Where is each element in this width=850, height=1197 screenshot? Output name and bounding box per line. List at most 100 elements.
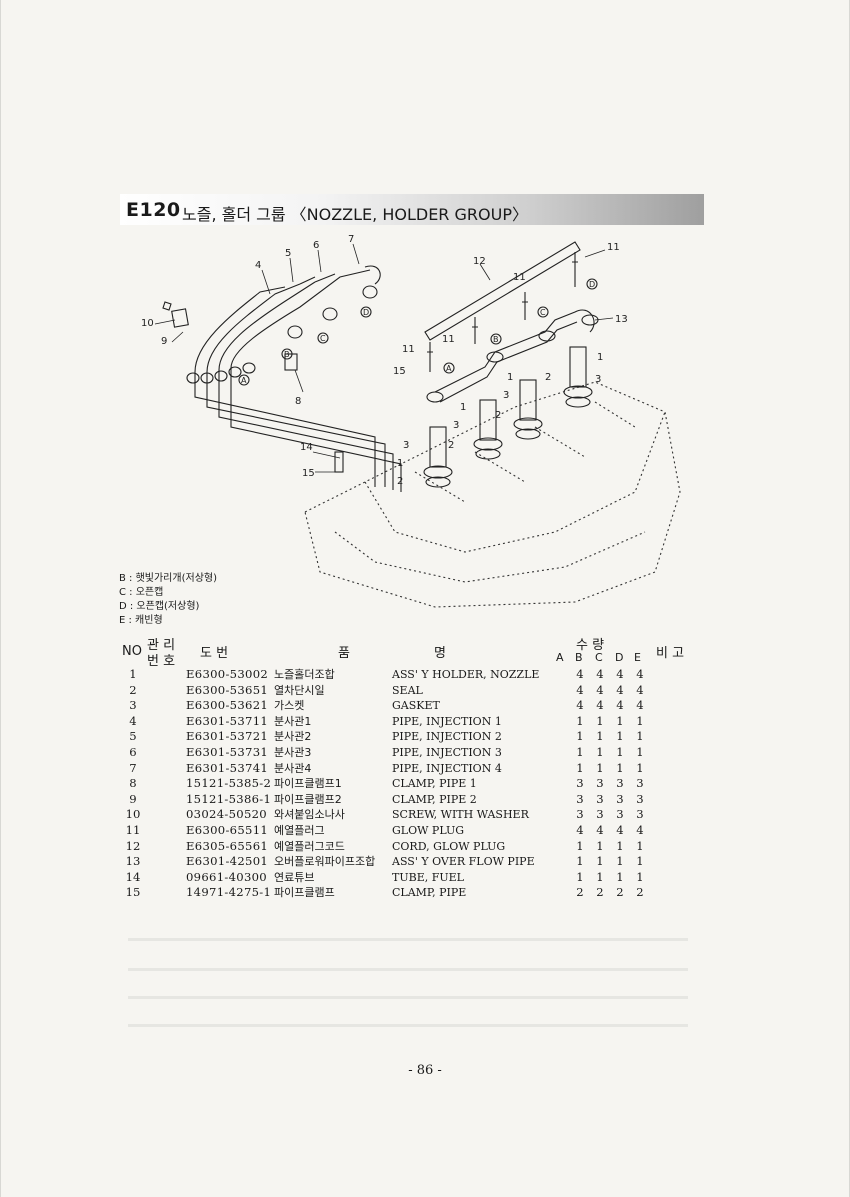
svg-text:3: 3: [503, 390, 509, 401]
part-name-english: TUBE, FUEL: [392, 870, 464, 884]
qty-c: 4: [596, 682, 604, 697]
header-qty-d: D: [615, 651, 624, 664]
svg-text:1: 1: [507, 372, 513, 383]
drawing-number: E6301-42501: [186, 854, 269, 869]
part-name-english: PIPE, INJECTION 3: [392, 745, 502, 759]
qty-c: 1: [596, 760, 604, 775]
svg-text:2: 2: [495, 410, 501, 421]
legend-item: E : 캐빈형: [119, 615, 163, 626]
qty-c: 4: [596, 667, 604, 681]
qty-b: 3: [576, 776, 584, 791]
svg-text:11: 11: [402, 344, 415, 355]
drawing-number: E6300-65511: [186, 822, 269, 837]
qty-c: 1: [596, 744, 604, 759]
qty-c: 4: [596, 698, 604, 713]
drawing-number: E6301-53731: [186, 744, 269, 759]
qty-d: 1: [616, 854, 624, 869]
header-qty-b: B: [575, 651, 583, 664]
page-number: - 86 -: [408, 1063, 442, 1078]
header-qty-c: C: [595, 651, 603, 664]
part-name-english: CLAMP, PIPE 2: [392, 792, 477, 806]
qty-c: 3: [596, 776, 604, 791]
qty-b: 1: [576, 744, 584, 759]
svg-text:14: 14: [300, 442, 313, 453]
svg-text:3: 3: [595, 374, 601, 385]
header-name-right: 명: [434, 646, 446, 661]
qty-b: 4: [576, 698, 584, 713]
part-name-english: GASKET: [392, 699, 440, 713]
part-no: 10: [125, 807, 141, 822]
scan-artifact: [128, 938, 688, 941]
part-no: 9: [129, 791, 137, 806]
qty-c: 3: [596, 807, 604, 822]
injection-pipes-drawing: [186, 265, 402, 492]
qty-d: 4: [616, 698, 624, 713]
svg-text:11: 11: [513, 272, 526, 283]
svg-text:3: 3: [453, 420, 459, 431]
part-no: 15: [125, 885, 141, 900]
part-no: 6: [129, 744, 137, 759]
variant-legend: B : 햇빛가리개(저상형) C : 오픈캡 D : 오픈캡(저상형) E : …: [119, 572, 217, 628]
qty-c: 4: [596, 822, 604, 837]
overflow-pipe-drawing: [424, 241, 599, 403]
drawing-number: 09661-40300: [186, 869, 267, 884]
part-name-korean: 분사관4: [274, 761, 312, 775]
part-name-english: CLAMP, PIPE: [392, 886, 467, 900]
qty-d: 1: [616, 729, 624, 744]
part-name-english: ASS' Y HOLDER, NOZZLE: [392, 668, 540, 681]
drawing-number: E6300-53621: [186, 698, 269, 713]
part-name-english: PIPE, INJECTION 2: [392, 730, 502, 744]
qty-e: 1: [636, 854, 644, 869]
svg-text:B: B: [284, 350, 290, 359]
qty-e: 3: [636, 791, 644, 806]
header-qty-e: E: [634, 651, 641, 664]
svg-text:C: C: [320, 334, 326, 343]
clamp-screw-drawing: [162, 301, 298, 371]
qty-d: 4: [616, 682, 624, 697]
leader-lines: [154, 243, 614, 473]
qty-d: 1: [616, 744, 624, 759]
part-no: 5: [129, 729, 137, 744]
qty-b: 1: [576, 713, 584, 728]
qty-c: 1: [596, 854, 604, 869]
part-name-english: PIPE, INJECTION 4: [392, 761, 502, 775]
scan-artifact: [128, 996, 688, 999]
part-name-korean: 와셔붙임소나사: [274, 808, 345, 822]
circled-letter-labels: A B C D A B C D: [238, 278, 598, 386]
part-name-korean: 오버플로워파이프조합: [274, 855, 376, 869]
qty-c: 1: [596, 838, 604, 853]
section-title-bar: [120, 194, 704, 225]
part-no: 8: [129, 776, 137, 791]
qty-e: 2: [636, 885, 644, 900]
svg-text:10: 10: [141, 318, 154, 329]
part-name-english: ASS' Y OVER FLOW PIPE: [392, 855, 535, 869]
part-no: 7: [129, 760, 137, 775]
svg-text:2: 2: [545, 372, 551, 383]
qty-e: 3: [636, 807, 644, 822]
header-drawing-no: 도 번: [200, 646, 229, 661]
qty-b: 4: [576, 667, 584, 681]
svg-text:12: 12: [473, 256, 486, 267]
part-name-korean: 연료튜브: [274, 870, 315, 884]
drawing-number: E6301-53721: [186, 729, 269, 744]
svg-text:3: 3: [403, 440, 409, 451]
drawing-number: 14971-4275-1: [186, 885, 272, 900]
qty-d: 1: [616, 713, 624, 728]
qty-b: 3: [576, 791, 584, 806]
qty-c: 3: [596, 791, 604, 806]
qty-d: 1: [616, 838, 624, 853]
qty-c: 2: [596, 885, 604, 900]
part-no: 4: [129, 713, 137, 728]
header-name-left: 품: [338, 646, 350, 661]
drawing-number: E6301-53711: [186, 713, 269, 728]
nozzle-holders-drawing: [423, 346, 593, 488]
part-name-english: PIPE, INJECTION 1: [392, 714, 502, 728]
